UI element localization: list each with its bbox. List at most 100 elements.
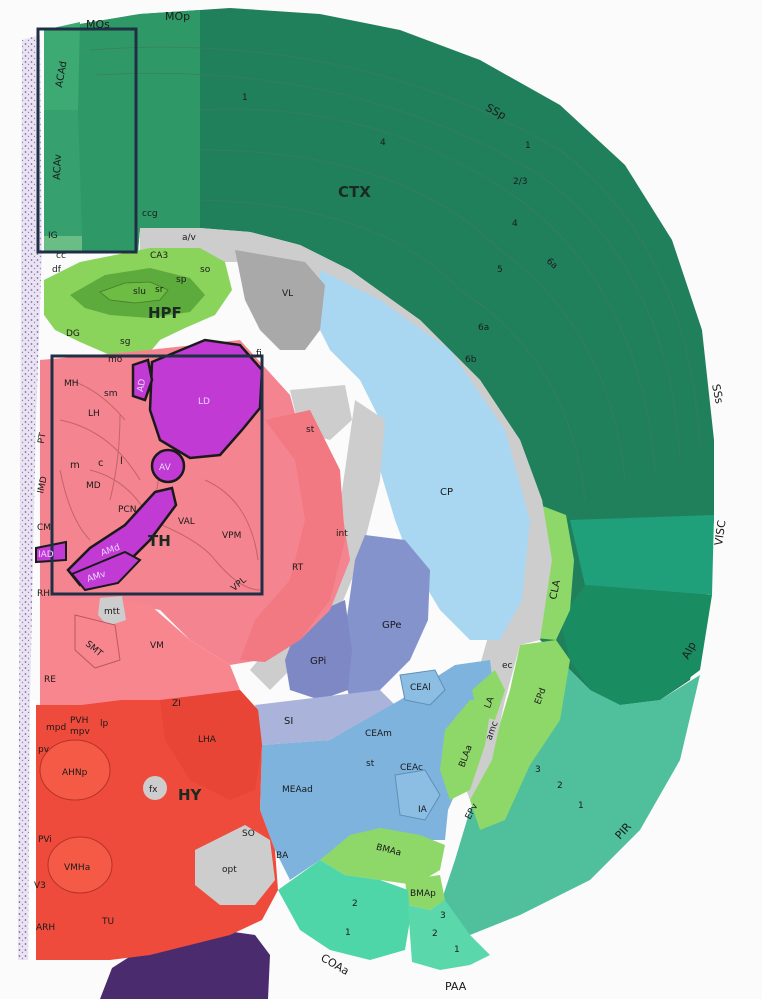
- label-mos: MOs: [86, 18, 110, 31]
- label-zi: ZI: [172, 699, 181, 709]
- highlight-box-thalamus: [50, 354, 264, 596]
- label-layer1b: 1: [525, 141, 531, 151]
- label-pt: PT: [37, 432, 49, 445]
- label-pir2: 2: [557, 781, 563, 791]
- ld-nucleus: [148, 338, 264, 460]
- label-paa2: 2: [432, 929, 438, 939]
- label-cla: CLA: [548, 579, 563, 601]
- label-pir3: 3: [535, 765, 541, 775]
- label-coa1: 1: [345, 928, 351, 938]
- layer-boundary-23: [94, 72, 681, 461]
- label-layer1: 1: [242, 93, 248, 103]
- label-la: LA: [483, 695, 497, 710]
- label-layer4b: 4: [512, 219, 518, 229]
- ahnp-nucleus: [39, 739, 111, 801]
- label-vpm: VPM: [222, 531, 241, 541]
- label-ceam: CEAm: [365, 729, 392, 739]
- reticular-nucleus: [240, 410, 345, 662]
- label-layer23: 2/3: [513, 177, 527, 187]
- label-fi: fi: [256, 349, 262, 359]
- label-lh: LH: [88, 409, 100, 419]
- label-ba: BA: [276, 851, 289, 861]
- label-layer4: 4: [380, 138, 386, 148]
- cortex-region: [44, 8, 714, 705]
- label-acad: ACAd: [54, 60, 69, 88]
- piriform-region: [440, 660, 700, 935]
- label-dg: DG: [66, 329, 80, 339]
- label-cc: cc: [56, 251, 66, 261]
- label-fx: fx: [149, 785, 158, 795]
- highlight-box-acc: [36, 27, 138, 254]
- label-mpd: mpd: [46, 723, 66, 733]
- label-paa1: 1: [454, 945, 460, 955]
- label-md: MD: [86, 481, 101, 491]
- mtt-tract: [98, 596, 126, 626]
- label-mo: mo: [108, 355, 123, 365]
- av-nucleus: [150, 448, 186, 484]
- label-layer6a: 6a: [478, 323, 489, 333]
- label-mtt: mtt: [104, 607, 120, 617]
- amv-nucleus: [70, 550, 142, 592]
- label-visc: VISC: [712, 519, 728, 546]
- label-pv: pv: [38, 745, 50, 755]
- label-layer5: 5: [497, 265, 503, 275]
- label-mop: MOp: [165, 10, 190, 23]
- label-alv: a/v: [182, 233, 197, 243]
- layer-boundary-4: [199, 108, 656, 471]
- smt-nucleus: [74, 614, 121, 669]
- bmaa-region: [320, 828, 445, 885]
- intercalated-amygdala: [394, 769, 441, 821]
- ad-nucleus: [131, 358, 154, 402]
- lateral-amygdala: [472, 670, 505, 720]
- label-coa2: 2: [352, 899, 358, 909]
- label-mh: MH: [64, 379, 79, 389]
- endopiriform-region: [470, 640, 570, 830]
- label-ia: IA: [418, 805, 428, 815]
- label-ceac: CEAc: [400, 763, 423, 773]
- aip-region: [560, 585, 712, 705]
- label-pcn: PCN: [118, 505, 136, 515]
- label-paa3: 3: [440, 911, 446, 921]
- label-rh: RH: [37, 589, 50, 599]
- label-tu: TU: [101, 917, 114, 927]
- substantia-innominata: [255, 690, 395, 745]
- third-ventricle: [30, 700, 36, 960]
- layer-boundary-1: [89, 46, 701, 451]
- label-si: SI: [284, 716, 293, 727]
- label-ld: LD: [198, 397, 210, 407]
- label-ca3: CA3: [150, 251, 168, 261]
- label-mpv: mpv: [70, 727, 90, 737]
- label-sp: sp: [176, 275, 187, 285]
- caudoputamen-region: [315, 270, 530, 640]
- label-meaad: MEAad: [282, 785, 313, 795]
- label-ig: IG: [48, 231, 58, 241]
- label-vl: VL: [282, 289, 293, 299]
- dentate-gyrus-core: [99, 281, 169, 304]
- label-stv: st: [366, 759, 375, 769]
- ig-region: [44, 236, 82, 252]
- optic-tract: [195, 825, 275, 905]
- label-th: TH: [148, 532, 171, 550]
- label-lha: LHA: [198, 735, 217, 745]
- layer-boundary-6: [199, 199, 586, 501]
- label-df: df: [52, 265, 62, 275]
- layer-boundary-5: [199, 149, 626, 481]
- nissl-midline-strip: [18, 35, 42, 960]
- label-gpi: GPi: [310, 656, 326, 667]
- label-coaa: COAa: [319, 951, 352, 977]
- vmha-nucleus: [47, 836, 113, 894]
- label-re: RE: [44, 675, 56, 685]
- label-iad: IAD: [38, 550, 54, 560]
- motor-cortex-band: [44, 10, 200, 252]
- paa-region: [408, 900, 490, 970]
- label-ctx: CTX: [338, 183, 371, 201]
- label-av: AV: [159, 463, 172, 473]
- label-ceal: CEAl: [410, 683, 431, 693]
- acad-region: [44, 22, 80, 110]
- fornix: [143, 776, 167, 800]
- label-vmha: VMHa: [64, 863, 90, 873]
- label-int: int: [336, 529, 348, 539]
- basolateral-amygdala: [440, 700, 492, 800]
